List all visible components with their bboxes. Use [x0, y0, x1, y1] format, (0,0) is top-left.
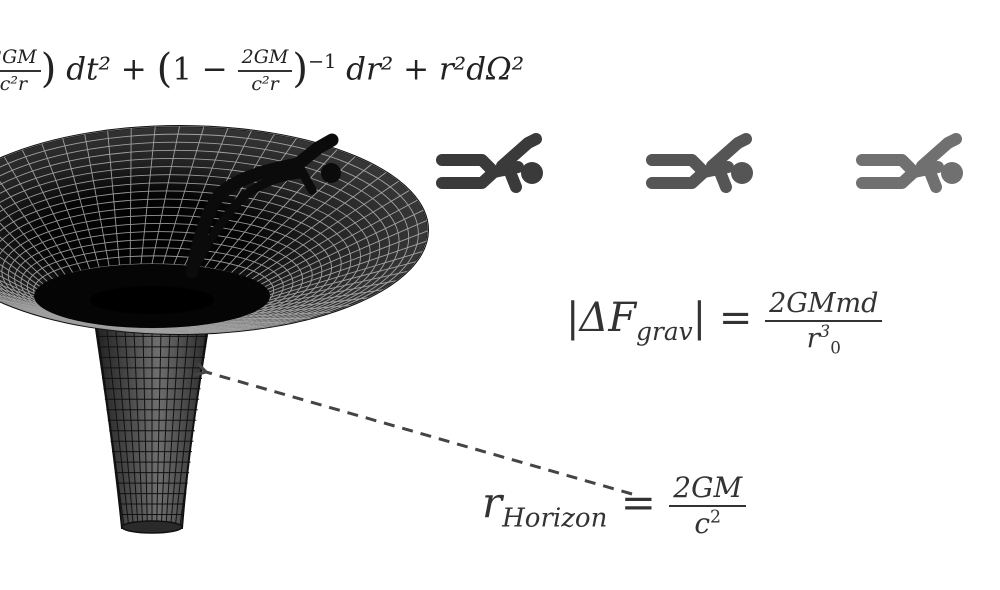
tidal-lhs-end: | =	[692, 295, 753, 341]
metric-term-dr: dr² + r²dΩ²	[346, 51, 525, 88]
tidal-denominator-exponent: 3	[819, 321, 831, 341]
horizon-pointer-arrow	[206, 372, 633, 496]
tidal-numerator: 2GMmd	[765, 290, 883, 322]
tidal-denominator: r30	[765, 321, 882, 356]
metric-fraction-2-numerator: 2GM	[237, 48, 293, 72]
metric-term-dt: dt² +	[66, 51, 147, 88]
horizon-equals: =	[620, 478, 656, 527]
tidal-denominator-subscript: 0	[830, 337, 841, 358]
horizon-lhs-subscript: Horizon	[502, 503, 608, 534]
tidal-denominator-base: r	[806, 323, 820, 354]
tidal-lhs-subscript: grav	[636, 317, 693, 346]
tidal-fraction: 2GMmd r30	[765, 290, 883, 356]
metric-exponent: −1	[308, 50, 337, 74]
horizon-denominator-exponent: 2	[710, 507, 722, 528]
horizon-fraction: 2GM c2	[669, 474, 747, 538]
metric-fraction-numerator: 2GM	[0, 48, 41, 72]
metric-paren-close: )	[40, 46, 57, 92]
horizon-radius-equation: rHorizon = 2GM c2	[482, 474, 747, 538]
metric-term-one-minus: 1 −	[172, 51, 228, 88]
horizon-numerator: 2GM	[669, 474, 747, 507]
metric-fraction-denominator: c²r	[0, 73, 28, 95]
schwarzschild-metric-equation: 2GM c²r ) dt² + (1 − 2GM c²r )−1 dr² + r…	[0, 48, 524, 94]
funnel-neck	[90, 299, 214, 534]
stretched-falling-figure-icon	[185, 133, 341, 279]
metric-fraction: 2GM c²r	[0, 48, 41, 94]
metric-fraction-2-denominator: c²r	[251, 73, 279, 95]
metric-paren-open: (	[156, 46, 173, 92]
stick-figure-falling-icon	[856, 133, 963, 193]
tidal-lhs: |ΔF	[566, 295, 637, 341]
horizon-lhs: r	[482, 478, 503, 527]
horizon-denominator-base: c	[694, 507, 711, 540]
metric-paren-close-2: )	[292, 46, 308, 92]
tidal-force-equation: |ΔFgrav| = 2GMmd r30	[566, 290, 883, 356]
falling-figures	[436, 133, 963, 193]
metric-fraction-2: 2GM c²r	[237, 48, 293, 95]
horizon-denominator: c2	[669, 507, 746, 538]
stick-figure-falling-icon	[646, 133, 753, 193]
stick-figure-falling-icon	[436, 133, 543, 193]
